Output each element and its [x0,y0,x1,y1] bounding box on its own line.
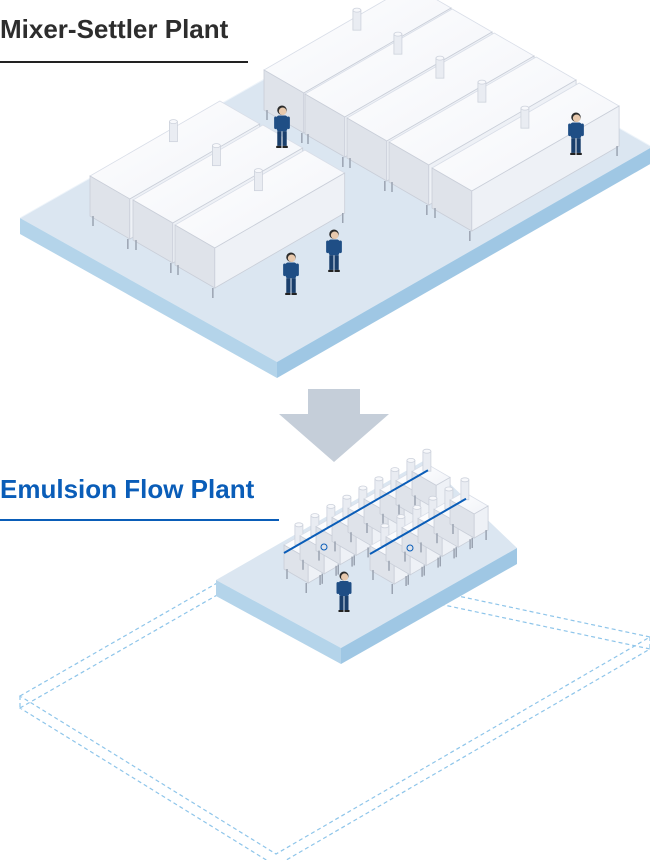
footprint-outline [18,554,650,860]
mixer-settler-tanks [89,0,620,298]
tank-icon [449,477,489,548]
worker-icon [336,571,352,612]
workers-bottom [336,571,352,612]
worker-icon [283,252,299,295]
title-underline [0,61,248,63]
worker-icon [326,229,342,272]
tank-icon [174,149,346,298]
worker-icon [274,105,290,148]
section-title: Emulsion Flow Plant [0,474,255,504]
page-title: Mixer-Settler Plant [0,14,229,44]
arrow-down-icon [279,389,389,462]
emulsion-unit-row-right [369,477,489,594]
workers-top [274,105,584,295]
emulsion-flow-units [283,448,489,594]
worker-icon [568,112,584,155]
tank-icon [431,82,620,241]
section-title-underline [0,519,279,521]
